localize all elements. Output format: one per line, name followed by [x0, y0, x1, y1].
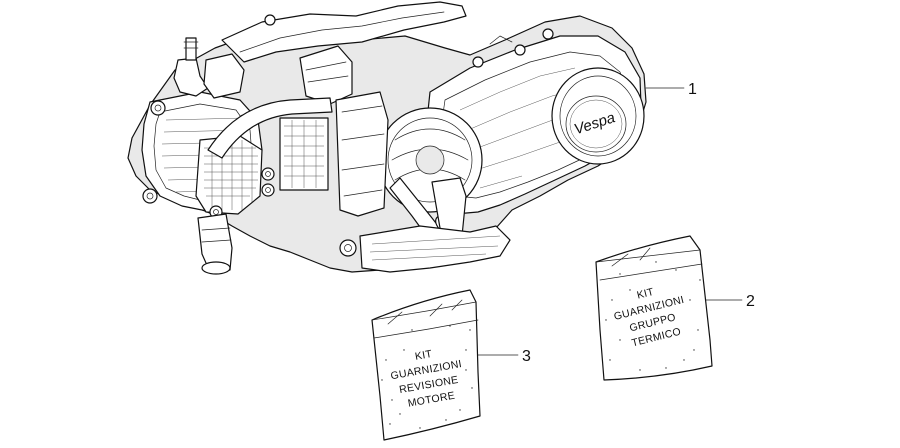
kit-line-1: KIT	[636, 286, 656, 302]
revisione-motore-speckle	[381, 325, 473, 429]
callout-number-3[interactable]: 3	[522, 348, 531, 365]
engine-assembly[interactable]: Vespa	[127, 1, 647, 275]
kit-revisione-motore-bag[interactable]: KIT GUARNIZIONI REVISIONE MOTORE	[371, 289, 481, 441]
kit-gruppo-termico-bag[interactable]: KIT GUARNIZIONI GRUPPO TERMICO	[595, 235, 713, 381]
callout-number-2[interactable]: 2	[746, 293, 755, 310]
kit-line-1: KIT	[414, 348, 433, 363]
callout-number-1[interactable]: 1	[688, 81, 697, 98]
gruppo-termico-speckle	[605, 261, 701, 371]
